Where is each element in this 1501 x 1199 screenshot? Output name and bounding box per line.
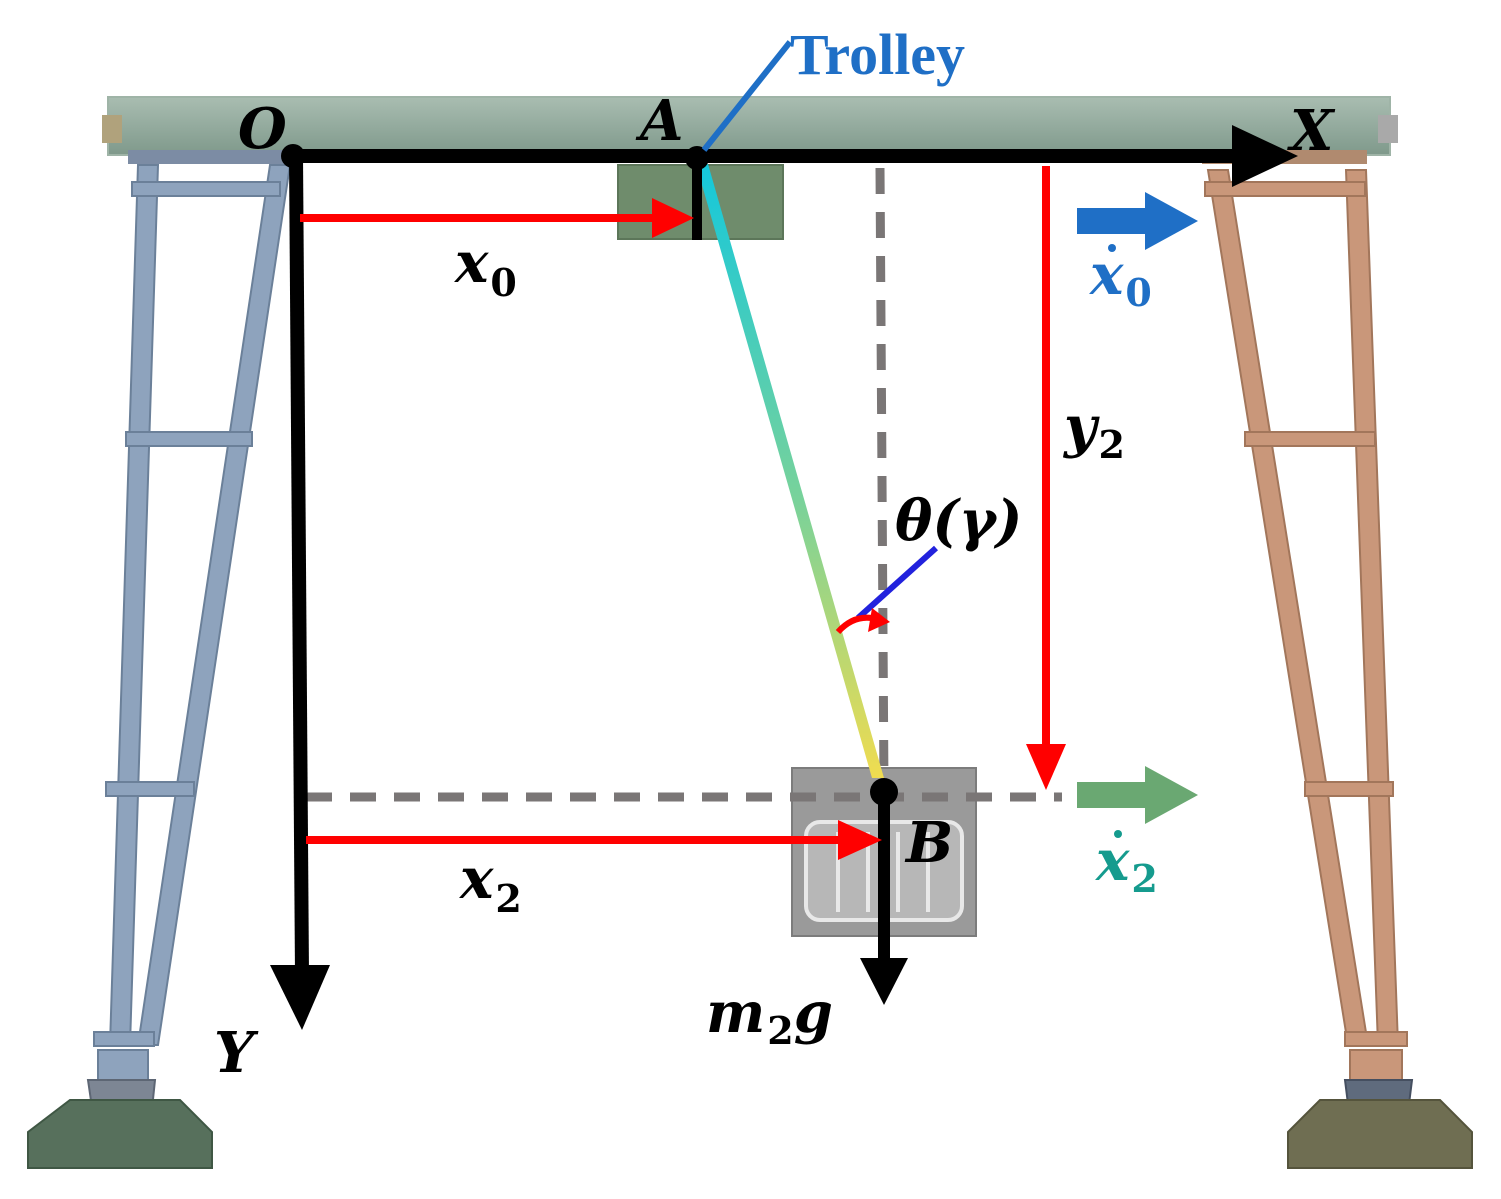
y2-label: y2 (1062, 394, 1125, 467)
y2-arrowhead (1026, 744, 1066, 790)
girder-bracket-left (128, 150, 293, 164)
trolley-velocity-arrow (1077, 192, 1198, 250)
load-point-label: B (904, 810, 953, 876)
left-leg (93, 164, 292, 1081)
svg-text:x0: x0 (454, 230, 517, 305)
angle-arc-arrowhead (868, 608, 890, 632)
weight-vector-arrowhead (860, 958, 908, 1005)
origin-label: O (238, 96, 287, 162)
axes (270, 125, 1298, 1030)
cable (696, 164, 884, 778)
x-axis-label: X (1287, 98, 1336, 164)
trolley-point (685, 146, 709, 170)
displacement-arrows (300, 166, 1066, 860)
vertical-dashed-guide (875, 167, 889, 791)
angle-pointer-line (855, 545, 939, 621)
left-foot (27, 1079, 213, 1169)
y-axis-label: Y (214, 1020, 259, 1086)
right-leg (1204, 169, 1408, 1081)
x0-label: x0 (454, 230, 517, 305)
svg-text:x2: x2 (459, 846, 522, 921)
weight-label: m2g (706, 980, 833, 1053)
trolley-point-label: A (635, 88, 683, 154)
theta-gamma-label: θ(γ) (895, 488, 1022, 554)
y-axis-line (289, 155, 309, 976)
x0-arrowhead (652, 198, 694, 238)
y-axis-arrowhead (270, 965, 330, 1030)
trolley-label: Trolley (790, 22, 965, 87)
gantry-structure (27, 96, 1473, 1169)
x0-dot-label: x0 (1089, 242, 1152, 315)
trolley-pointer-line (701, 40, 793, 152)
x-axis-arrowhead (1232, 125, 1298, 187)
origin-point (281, 144, 305, 168)
load-velocity-arrow (1077, 766, 1198, 824)
svg-text:x2: x2 (1095, 828, 1158, 901)
girder (107, 96, 1391, 156)
svg-text:m2g: m2g (706, 980, 833, 1053)
girder-end-right (1378, 115, 1398, 143)
dashed-guides (306, 167, 1062, 802)
x2-arrowhead (838, 820, 882, 860)
svg-text:x0: x0 (1089, 242, 1152, 315)
x2-label: x2 (459, 846, 522, 921)
x2-dot-label: x2 (1095, 828, 1158, 901)
load-point (870, 778, 898, 806)
svg-text:y2: y2 (1062, 394, 1125, 467)
girder-end-left (102, 115, 122, 143)
right-foot (1287, 1079, 1473, 1169)
